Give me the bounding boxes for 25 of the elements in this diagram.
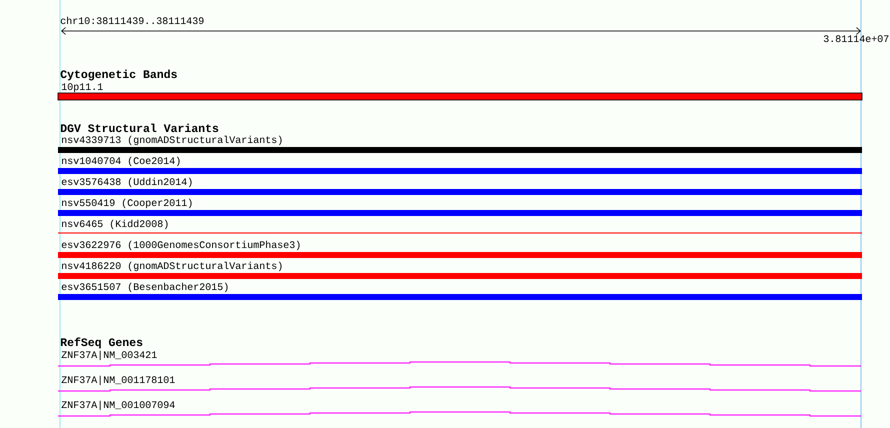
node-label: nsv550419 (Cooper2011) [62,198,192,208]
variant-feature: nsv4186220 (gnomADStructuralVariants) [58,262,862,279]
track-title: DGV Structural Variants [60,124,218,132]
gene-feature: ZNF37A|NM_003421 [58,350,862,366]
node-label: esv3651507 (Besenbacher2015) [62,282,228,292]
tick-label: 3.81114e+07 [824,35,888,42]
node-label: 10p11.1 [62,83,103,92]
node-label: nsv4339713 (gnomADStructuralVariants) [62,136,282,146]
variant-feature: esv3576438 (Uddin2014) [58,178,862,195]
variant-feature: nsv6465 (Kidd2008) [58,220,863,234]
variant-feature: esv3622976 (1000GenomesConsortiumPhase3) [58,240,862,258]
location-label: chr10:38111439..38111439 [60,16,204,24]
variant-feature: nsv4339713 (gnomADStructuralVariants) [58,136,862,153]
node-label: esv3576438 (Uddin2014) [62,178,192,188]
variant-feature: esv3651507 (Besenbacher2015) [58,282,862,300]
track-title: Cytogenetic Bands [60,70,177,80]
gene-feature: ZNF37A|NM_001178101 [58,376,862,392]
node-label: nsv4186220 (gnomADStructuralVariants) [62,262,282,272]
track-title: RefSeq Genes [60,338,142,348]
band-feature: 10p11.1 [58,83,862,100]
variant-feature: nsv1040704 (Coe2014) [58,156,862,174]
gene-feature: ZNF37A|NM_001007094 [58,400,862,416]
variant-feature: nsv550419 (Cooper2011) [58,198,862,216]
node-label: esv3622976 (1000GenomesConsortiumPhase3) [62,240,300,250]
node-label: nsv1040704 (Coe2014) [62,156,180,166]
